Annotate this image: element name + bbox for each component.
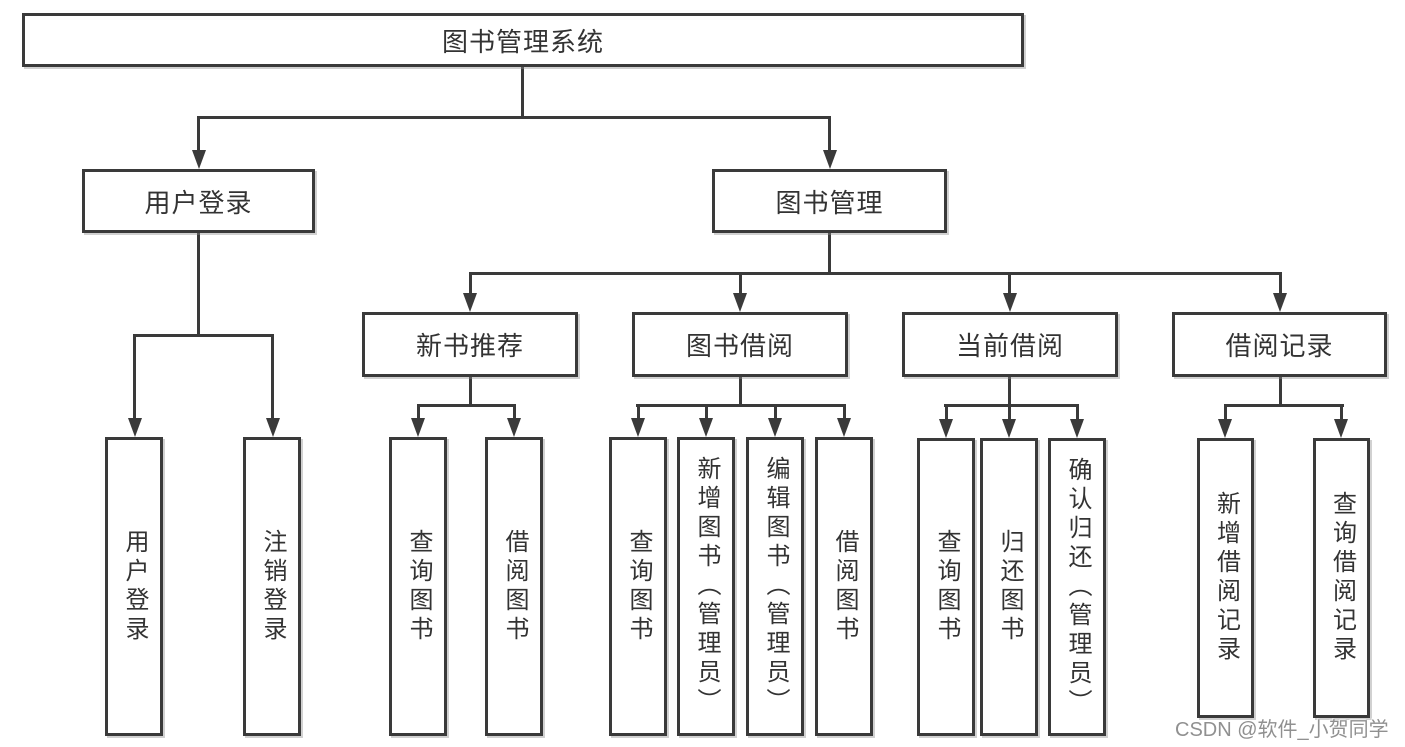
connector-recommend-stem <box>469 375 472 406</box>
node-label: 查询图书 <box>405 528 432 645</box>
node-label: 当前借阅 <box>955 331 1064 361</box>
connector-to-rec-borrow <box>513 404 516 419</box>
node-label: 借阅记录 <box>1225 331 1334 361</box>
leaf-records-add-record: 新增借阅记录 <box>1197 438 1254 718</box>
arrowhead-to-login-leaf <box>128 418 142 437</box>
node-label: 借阅图书 <box>831 528 858 645</box>
node-book-borrow: 图书借阅 <box>632 312 848 377</box>
connector-to-bor-edit <box>774 404 777 419</box>
connector-to-user-login <box>197 116 200 152</box>
connector-to-login-leaf <box>133 334 136 418</box>
node-label: 查询图书 <box>933 529 960 645</box>
node-label: 查询借阅记录 <box>1328 491 1356 665</box>
node-label: 编辑图书（管理员） <box>762 456 789 717</box>
connector-to-his-query <box>1340 404 1343 419</box>
leaf-user-login: 用户登录 <box>105 437 163 736</box>
watermark: CSDN @软件_小贺同学 <box>1175 719 1389 741</box>
connector-to-recommend <box>469 272 472 294</box>
arrowhead-to-bor-borrow <box>837 418 851 437</box>
arrowhead-to-bor-query <box>631 418 645 437</box>
connector-to-current <box>1008 272 1011 294</box>
connector-to-book-management <box>828 116 831 152</box>
node-label: 查询图书 <box>625 528 652 645</box>
leaf-logout: 注销登录 <box>243 437 301 736</box>
arrowhead-to-cur-return <box>1002 419 1016 438</box>
leaf-records-query-record: 查询借阅记录 <box>1313 438 1370 718</box>
node-user-login: 用户登录 <box>82 169 315 233</box>
connector-to-borrow <box>739 272 742 294</box>
arrowhead-to-borrow <box>733 293 747 312</box>
node-label: 确认归还（管理员） <box>1064 456 1091 718</box>
connector-current-stem <box>1008 375 1011 406</box>
leaf-borrow-add-books-admin: 新增图书（管理员） <box>677 437 735 736</box>
node-label: 图书管理 <box>775 187 884 218</box>
connector-current-branch <box>944 404 1079 407</box>
leaf-borrow-borrow-books: 借阅图书 <box>815 437 873 736</box>
leaf-current-confirm-return-admin: 确认归还（管理员） <box>1048 438 1106 736</box>
node-label: 用户登录 <box>144 187 253 218</box>
connector-to-rec-query <box>417 404 420 419</box>
leaf-borrow-query-books: 查询图书 <box>609 437 667 736</box>
connector-management-branch <box>469 272 1282 275</box>
leaf-borrow-edit-books-admin: 编辑图书（管理员） <box>746 437 804 736</box>
node-label: 注销登录 <box>259 528 286 645</box>
node-label: 新增借阅记录 <box>1212 491 1240 665</box>
arrowhead-to-rec-borrow <box>507 418 521 437</box>
node-library-system: 图书管理系统 <box>22 13 1024 67</box>
connector-records-stem <box>1279 375 1282 406</box>
node-label: 用户登录 <box>121 528 148 645</box>
leaf-current-query-books: 查询图书 <box>917 438 975 736</box>
connector-to-cur-confirm <box>1076 404 1079 419</box>
arrowhead-to-logout-leaf <box>266 418 280 437</box>
leaf-recommend-query-books: 查询图书 <box>389 437 447 736</box>
connector-to-his-add <box>1224 404 1227 419</box>
connector-root-stem <box>521 67 524 117</box>
arrowhead-to-cur-query <box>939 419 953 438</box>
arrowhead-to-records <box>1273 293 1287 312</box>
connector-to-records <box>1279 272 1282 294</box>
arrowhead-to-his-query <box>1334 419 1348 438</box>
node-new-book-recommend: 新书推荐 <box>362 312 578 377</box>
arrowhead-to-book-management <box>823 150 837 169</box>
connector-to-logout-leaf <box>271 334 274 418</box>
arrowhead-to-user-login <box>192 150 206 169</box>
connector-to-cur-query <box>945 404 948 419</box>
connector-to-cur-return <box>1008 404 1011 419</box>
arrowhead-to-recommend <box>463 293 477 312</box>
node-label: 借阅图书 <box>501 528 528 645</box>
connector-to-bor-borrow <box>843 404 846 419</box>
node-book-management: 图书管理 <box>712 169 947 233</box>
connector-login-branch <box>133 334 274 337</box>
connector-login-stem <box>197 231 200 336</box>
node-label: 新书推荐 <box>415 331 524 361</box>
connector-borrow-stem <box>739 375 742 406</box>
connector-recommend-branch <box>417 404 516 407</box>
leaf-current-return-books: 归还图书 <box>980 438 1038 736</box>
connector-to-bor-add <box>705 404 708 419</box>
connector-root-branch <box>197 116 831 119</box>
node-label: 图书借阅 <box>685 331 794 361</box>
node-label: 图书管理系统 <box>441 26 604 57</box>
arrowhead-to-current <box>1003 293 1017 312</box>
node-label: 归还图书 <box>996 529 1023 645</box>
connector-records-branch <box>1224 404 1344 407</box>
node-current-borrow: 当前借阅 <box>902 312 1118 377</box>
connector-to-bor-query <box>637 404 640 419</box>
leaf-recommend-borrow-books: 借阅图书 <box>485 437 543 736</box>
connector-borrow-branch <box>636 404 846 407</box>
arrowhead-to-his-add <box>1218 419 1232 438</box>
node-borrow-records: 借阅记录 <box>1172 312 1387 377</box>
arrowhead-to-bor-edit <box>768 418 782 437</box>
arrowhead-to-cur-confirm <box>1070 419 1084 438</box>
arrowhead-to-bor-add <box>699 418 713 437</box>
connector-management-stem <box>828 231 831 274</box>
node-label: 新增图书（管理员） <box>693 456 720 717</box>
arrowhead-to-rec-query <box>411 418 425 437</box>
